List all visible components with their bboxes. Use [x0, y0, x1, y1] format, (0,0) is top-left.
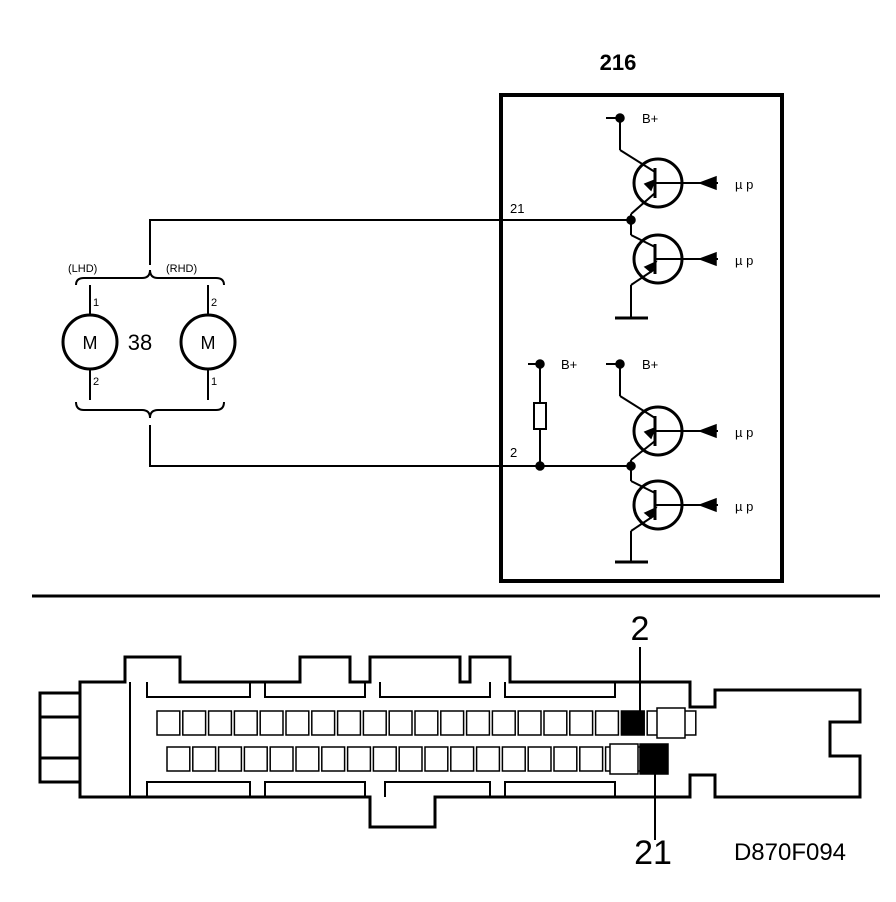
top-row-pin-cell — [311, 710, 336, 736]
connector-row-top — [156, 707, 697, 739]
bottom-row-pin-cell — [527, 746, 552, 772]
bottom-row-pin-cell — [192, 746, 217, 772]
mu-p-4: µ p — [735, 499, 753, 514]
motor-lhd-symbol: M — [83, 333, 98, 353]
lhd-pin-top: 1 — [93, 297, 99, 309]
bottom-row-pin-cell — [269, 746, 294, 772]
top-row-pin-cell — [207, 710, 233, 736]
motor-group: (LHD) (RHD) 1 M 2 38 2 M 1 — [61, 263, 237, 419]
top-row-pin-cell — [285, 710, 310, 736]
lhd-label: (LHD) — [68, 263, 97, 275]
top-row-pin-cell — [336, 710, 362, 736]
connector-outline — [38, 655, 862, 829]
rhd-label: (RHD) — [166, 263, 197, 275]
rhd-pin-top: 2 — [211, 297, 217, 309]
mu-p-3: µ p — [735, 425, 753, 440]
motor-rhd-symbol: M — [201, 333, 216, 353]
bottom-row-pin-cell — [346, 746, 372, 772]
top-row-pin-cell — [594, 710, 620, 736]
wire-2 — [149, 425, 631, 467]
bplus-upper: B+ — [642, 111, 658, 126]
top-row-pin-cell — [465, 710, 491, 736]
top-row-pin-cell — [440, 710, 465, 736]
bottom-row-pin-cell — [501, 746, 526, 772]
upper-driver: B+ µ p µ p — [606, 111, 753, 320]
wire-21 — [149, 219, 631, 265]
top-row-pin-cell — [259, 710, 284, 736]
connector-row-bottom — [166, 743, 669, 775]
pullup-resistor — [533, 402, 547, 430]
bottom-row-pin-cell — [398, 746, 423, 772]
top-row-pin-cell — [543, 710, 568, 736]
pin-21-label: 21 — [510, 201, 524, 216]
bottom-row-pin-cell — [243, 746, 268, 772]
figure-code: D870F094 — [734, 839, 846, 866]
motor-label: 38 — [128, 330, 152, 355]
bplus-lower: B+ — [642, 357, 658, 372]
bplus-resistor: B+ — [561, 357, 577, 372]
bottom-row-pin-cell — [553, 746, 578, 772]
top-row-pin-cell — [656, 707, 686, 739]
top-row-pin-cell — [388, 710, 413, 736]
bottom-row-pin-cell — [372, 746, 397, 772]
bottom-row-pin-cell — [321, 746, 346, 772]
bottom-row-pin-cell — [579, 746, 604, 772]
connector-pin-21-label: 21 — [634, 834, 672, 872]
pin-2-label: 2 — [510, 445, 517, 460]
mu-p-1: µ p — [735, 177, 753, 192]
top-row-pin-cell — [517, 710, 542, 736]
lower-driver: B+ B+ µ p µ p — [528, 357, 753, 564]
top-row-pin-cell — [156, 710, 181, 736]
bottom-row-pin-cell — [450, 746, 475, 772]
top-row-pin-cell — [414, 710, 439, 736]
bottom-row-pin-cell — [295, 746, 320, 772]
top-row-pin-cell — [362, 710, 387, 736]
top-row-pin-cell — [233, 710, 258, 736]
top-row-pin-cell — [182, 710, 207, 736]
lhd-pin-bottom: 2 — [93, 376, 99, 388]
mu-p-2: µ p — [735, 253, 753, 268]
top-row-pin-cell — [491, 710, 516, 736]
top-row-highlighted-pin — [620, 710, 645, 736]
ecu-box — [499, 93, 784, 583]
bottom-row-pin-cell — [166, 746, 191, 772]
bottom-row-pin-cell — [475, 746, 501, 772]
ecu-label: 216 — [600, 50, 637, 75]
bottom-row-pin-cell — [217, 746, 243, 772]
connector-pin-2-label: 2 — [631, 610, 650, 648]
bottom-row-pin-cell — [609, 743, 639, 775]
bottom-row-pin-cell — [424, 746, 449, 772]
top-row-pin-cell — [569, 710, 594, 736]
rhd-pin-bottom: 1 — [211, 376, 217, 388]
